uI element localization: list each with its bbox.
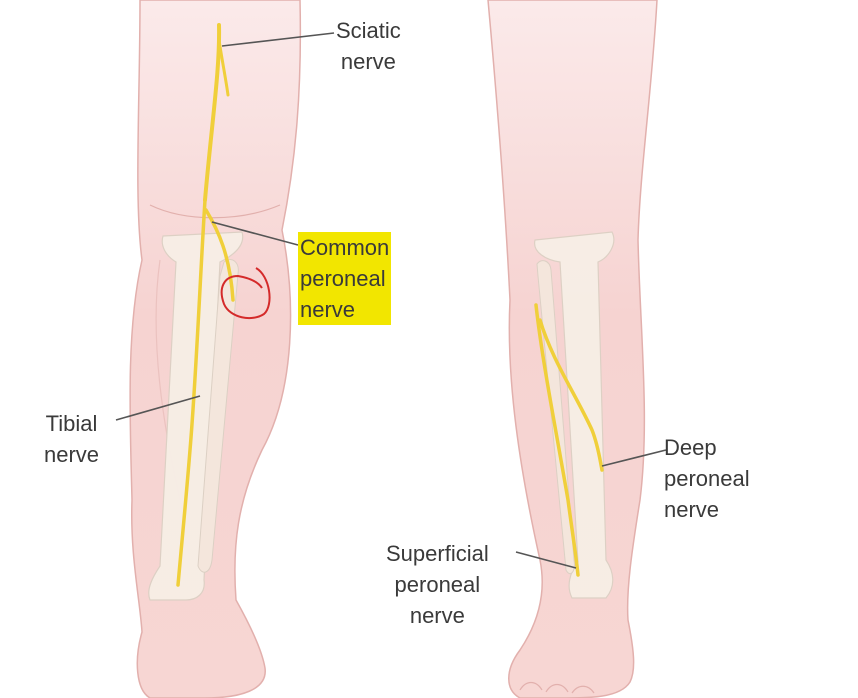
leader-lines bbox=[115, 32, 667, 569]
left-tibia bbox=[148, 231, 244, 601]
left-knee-crease bbox=[149, 204, 281, 219]
right-toes bbox=[519, 681, 595, 694]
deep-peroneal-nerve-label: Deep peroneal nerve bbox=[664, 435, 750, 522]
deep-peroneal-leader bbox=[601, 449, 667, 467]
right-tibia bbox=[534, 231, 615, 599]
left-fibula bbox=[197, 259, 239, 573]
left-common-peroneal-nerve-path bbox=[204, 208, 235, 302]
superficial-peroneal-nerve-label: Superficial peroneal nerve bbox=[386, 541, 489, 628]
tibial-nerve-label: Tibial nerve bbox=[44, 411, 100, 467]
left-tibial-nerve-path bbox=[176, 198, 207, 587]
common-peroneal-nerve-label: Common peroneal nerve bbox=[298, 232, 392, 325]
annotation-circle bbox=[220, 267, 271, 320]
right-leg bbox=[487, 0, 658, 698]
right-deep-peroneal-nerve-path bbox=[538, 318, 604, 472]
left-sciatic-branch bbox=[217, 38, 230, 97]
right-superficial-peroneal-nerve-path bbox=[534, 303, 580, 577]
sciatic-nerve-label: Sciatic nerve bbox=[336, 18, 401, 74]
sciatic-leader bbox=[221, 32, 335, 47]
common-peroneal-leader bbox=[211, 221, 299, 246]
tibial-leader bbox=[115, 395, 201, 421]
left-leg bbox=[129, 0, 302, 698]
superficial-peroneal-leader bbox=[515, 551, 577, 569]
